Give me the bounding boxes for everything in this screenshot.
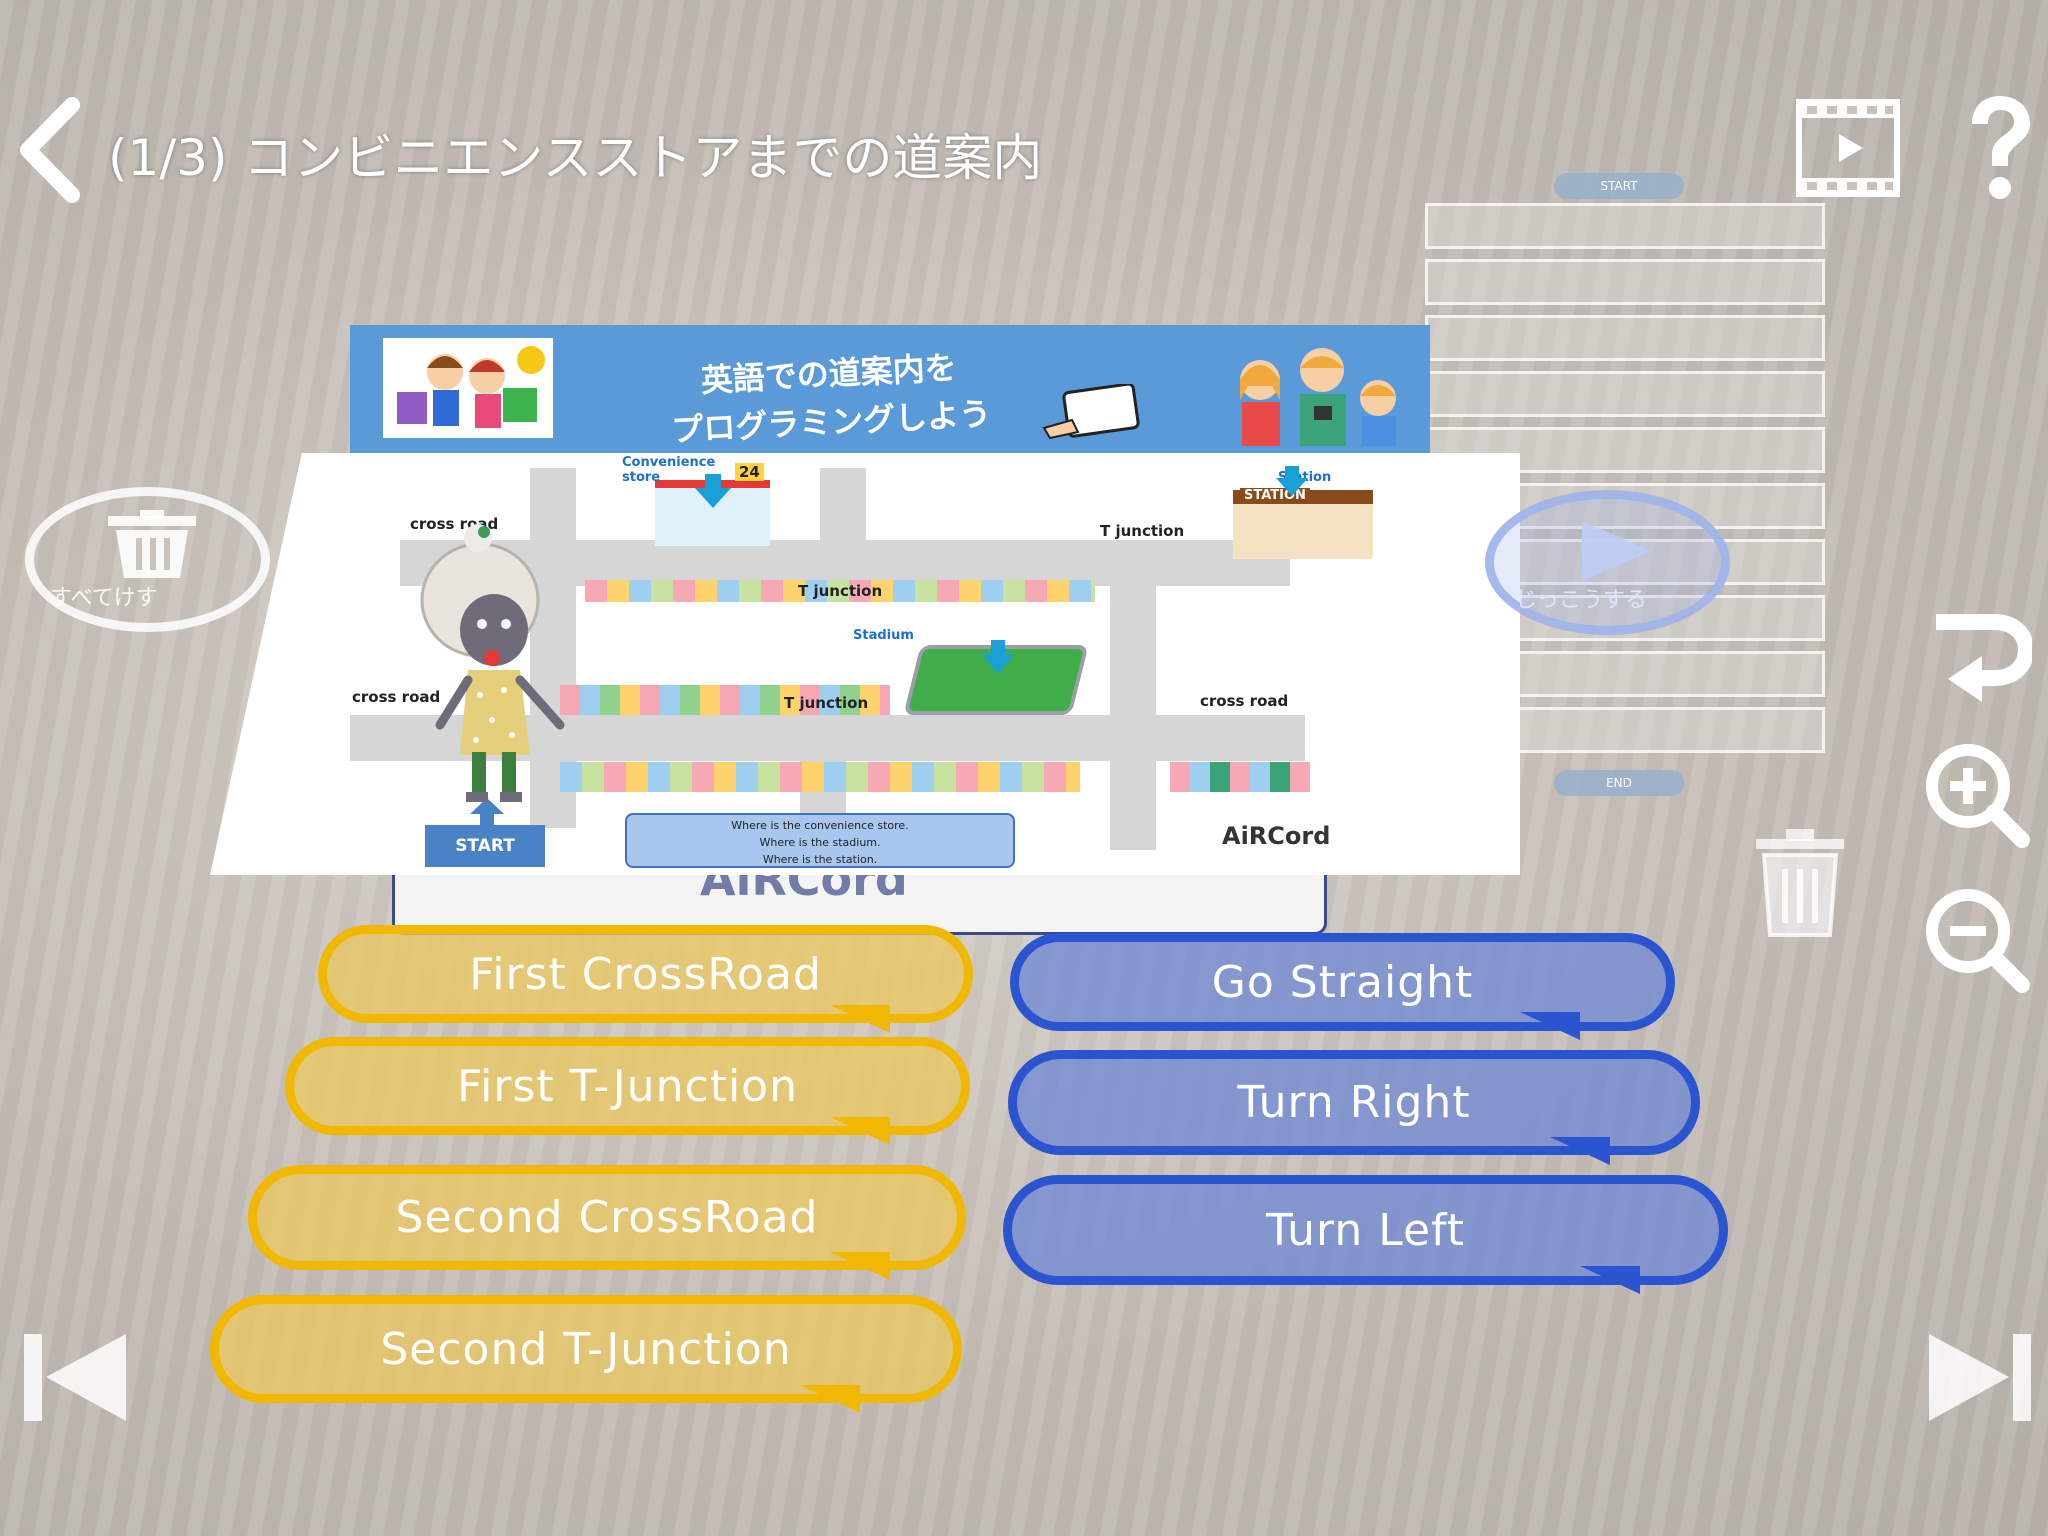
cross-road-label: cross road — [1200, 692, 1289, 710]
store-arrow-icon — [695, 474, 731, 512]
back-button[interactable] — [10, 95, 90, 205]
cross-road-label: cross road — [352, 688, 441, 706]
film-play-icon — [1796, 99, 1900, 197]
skip-forward-icon — [1929, 1334, 2031, 1421]
stadium-arrow-icon — [982, 640, 1014, 678]
zoom-out-button[interactable] — [1922, 885, 2032, 995]
command-label: First T-Junction — [457, 1060, 798, 1112]
t-junction-label: T junction — [784, 694, 869, 712]
program-slot[interactable] — [1425, 259, 1825, 305]
stadium-label: Stadium — [853, 628, 914, 643]
station-arrow-icon — [1276, 466, 1308, 500]
bubble-tail — [1550, 1137, 1610, 1169]
buildings-row — [1170, 762, 1310, 792]
question-text: Where is the convenience store. — [731, 819, 909, 832]
tourists-illustration — [1228, 340, 1418, 454]
kids-illustration — [383, 338, 553, 438]
command-label: Second CrossRoad — [395, 1192, 819, 1243]
t-junction-label: T junction — [798, 582, 883, 600]
bubble-tail — [1520, 1012, 1580, 1044]
bubble-tail — [830, 1005, 890, 1037]
command-label: Go Straight — [1211, 956, 1474, 1008]
video-button[interactable] — [1795, 98, 1901, 198]
zoom-in-button[interactable] — [1922, 740, 2032, 850]
program-slot[interactable] — [1425, 203, 1825, 249]
bubble-tail — [800, 1385, 860, 1417]
program-start-marker: START — [1554, 173, 1684, 199]
question-box: Where is the convenience store. Where is… — [625, 813, 1015, 868]
command-label: Second T-Junction — [380, 1323, 792, 1375]
run-button[interactable] — [1485, 490, 1730, 635]
program-end-marker: END — [1554, 770, 1684, 796]
buildings-row — [560, 685, 890, 715]
buildings-row — [585, 580, 1095, 602]
tablet-hand-icon — [1042, 382, 1142, 444]
run-label: じっこうする — [1515, 588, 1648, 613]
page-title: (1/3) コンビニエンスストアまでの道案内 — [108, 129, 1043, 187]
buildings-row — [560, 762, 1080, 792]
help-button[interactable] — [1960, 92, 2040, 207]
bubble-tail — [1580, 1266, 1640, 1298]
question-icon — [1972, 96, 2030, 199]
command-label: Turn Left — [1265, 1204, 1466, 1256]
bubble-tail — [830, 1252, 890, 1284]
road-to-store — [820, 468, 866, 540]
bubble-tail — [830, 1117, 890, 1149]
delete-block-button[interactable] — [1752, 825, 1848, 940]
undo-icon — [1936, 614, 2035, 702]
map-logo-text: AiRCord — [1222, 822, 1331, 850]
map-start-marker: START — [425, 825, 545, 867]
previous-stage-button[interactable] — [20, 1330, 130, 1425]
program-slot[interactable] — [1425, 315, 1825, 361]
undo-button[interactable] — [1922, 600, 2035, 710]
store-number-sign: 24 — [735, 463, 764, 481]
question-text: Where is the stadium. — [759, 836, 881, 849]
clear-all-button[interactable] — [25, 487, 270, 632]
program-slot[interactable] — [1425, 371, 1825, 417]
clear-all-label: すべてけす — [50, 586, 158, 611]
convenience-store-label: Convenience store — [622, 455, 716, 485]
robot-character[interactable] — [410, 520, 580, 809]
question-text: Where is the station. — [762, 853, 878, 866]
play-icon — [1582, 521, 1652, 581]
start-arrow-icon — [470, 798, 504, 830]
chevron-left-icon — [20, 97, 80, 203]
trash-icon — [1756, 829, 1844, 937]
zoom-out-icon — [1926, 889, 2030, 993]
command-label: Turn Right — [1237, 1077, 1471, 1128]
next-stage-button[interactable] — [1925, 1330, 2035, 1425]
command-turn-right[interactable]: Turn Right — [1008, 1050, 1700, 1155]
t-junction-label: T junction — [1100, 522, 1185, 540]
road-right — [1110, 540, 1156, 850]
trash-icon — [108, 510, 196, 578]
skip-back-icon — [24, 1334, 126, 1421]
command-first-t-junction[interactable]: First T-Junction — [285, 1037, 970, 1135]
command-second-t-junction[interactable]: Second T-Junction — [210, 1295, 962, 1403]
command-label: First CrossRoad — [469, 948, 822, 1000]
zoom-in-icon — [1926, 744, 2030, 848]
